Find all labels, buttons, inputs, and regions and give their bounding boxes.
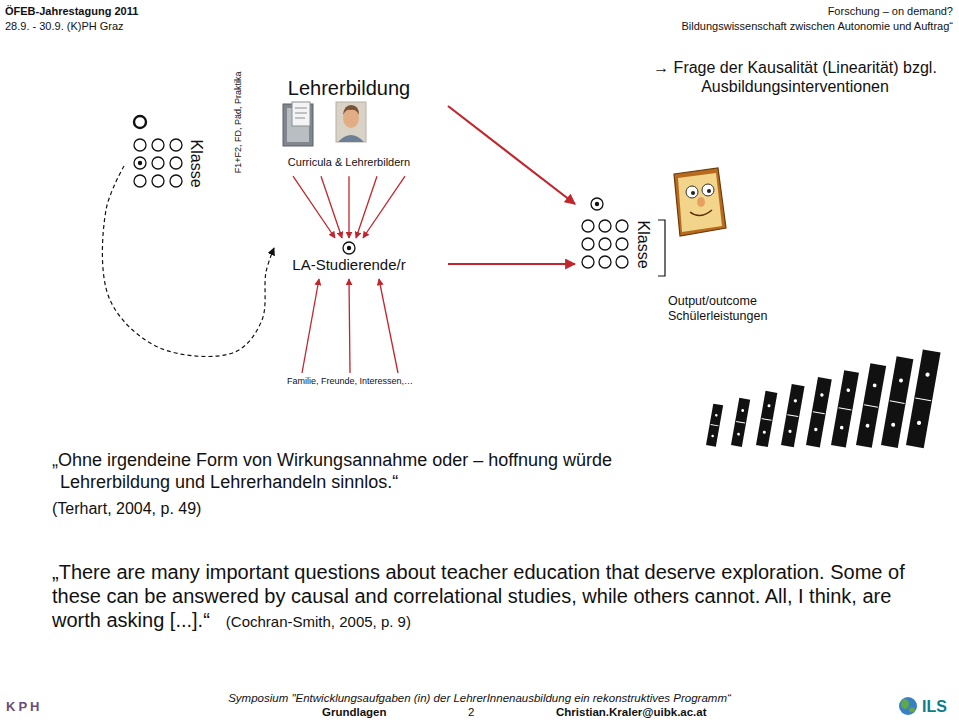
event-date: 28.9. - 30.9. (K)PH Graz xyxy=(5,20,124,33)
node-text: Lehrerbildung xyxy=(256,76,442,100)
influence-arrow xyxy=(379,279,398,373)
influence-arrow xyxy=(363,176,405,238)
node-text: Output/outcome Schülerleistungen xyxy=(668,294,782,324)
influence-arrow xyxy=(302,279,319,373)
citation: (Terhart, 2004, p. 49) xyxy=(52,499,632,518)
node-text: Curricula & Lehrerbildern xyxy=(274,156,424,169)
effect-arrow xyxy=(448,263,575,265)
student-dots xyxy=(134,116,182,187)
conference-subtitle: Bildungswissenschaft zwischen Autonomie … xyxy=(682,20,954,33)
career-path-arrow xyxy=(102,166,274,357)
portrait-photo xyxy=(336,102,366,142)
influence-box: Familie, Freunde, Interessen,… xyxy=(270,375,430,388)
book-icon xyxy=(283,102,313,146)
note-text: → Frage der Kausalität (Linearität) bzgl… xyxy=(640,58,950,96)
footer-band xyxy=(0,690,959,722)
class-group: Klasse xyxy=(124,110,208,192)
footer-section: Grundlagen xyxy=(322,706,387,719)
node-text: Klasse xyxy=(186,139,205,187)
quote-block: „Ohne irgendeine Form von Wirkungsannahm… xyxy=(52,450,632,518)
footer-title: Symposium "Entwicklungsaufgaben (in) der… xyxy=(0,692,959,705)
house-body xyxy=(251,47,448,370)
footer-email: Christian.Kraler@uibk.ac.at xyxy=(556,706,707,719)
globe-logo xyxy=(899,697,917,715)
node-text: LA-Studierende/r xyxy=(278,256,420,274)
logo-text: KPH xyxy=(6,699,42,715)
page-number: 2 xyxy=(468,706,474,719)
quote-text: „There are many important questions abou… xyxy=(52,561,905,631)
house-shape: LehrerbildungCurricula & LehrerbildernLA… xyxy=(250,46,448,370)
influence-arrow xyxy=(356,176,377,238)
domino-row xyxy=(706,349,941,448)
influence-arrow xyxy=(348,176,349,238)
outcome-box: Output/outcome Schülerleistungen xyxy=(666,292,784,326)
cartoon-book xyxy=(674,168,726,236)
event-title: ÖFEB-Jahrestagung 2011 xyxy=(5,5,138,18)
influence-arrow xyxy=(293,176,335,238)
student-dots xyxy=(582,198,628,268)
influence-arrow xyxy=(349,279,350,373)
influence-arrow xyxy=(321,176,342,238)
student-node: LA-Studierende/r xyxy=(274,238,424,277)
student-dot xyxy=(278,240,420,256)
effect-arrow xyxy=(448,106,575,204)
quote-text: „Ohne irgendeine Form von Wirkungsannahm… xyxy=(52,450,632,493)
conference-title: Forschung – on demand? xyxy=(828,5,953,18)
header-band xyxy=(0,0,959,40)
source-box: Curricula & Lehrerbildern xyxy=(270,154,428,171)
node-text: Klasse xyxy=(633,220,652,268)
logo-text: ILS xyxy=(922,697,947,716)
class-group: Klasse xyxy=(575,192,655,278)
citation: (Cochran-Smith, 2005, p. 9) xyxy=(226,613,411,630)
node-text: Familie, Freunde, Interessen,… xyxy=(272,376,428,387)
quote-block: „There are many important questions abou… xyxy=(52,560,932,632)
bracket xyxy=(658,220,665,276)
side-label: F1+F2, FD, Päd, Praktika xyxy=(233,71,244,173)
